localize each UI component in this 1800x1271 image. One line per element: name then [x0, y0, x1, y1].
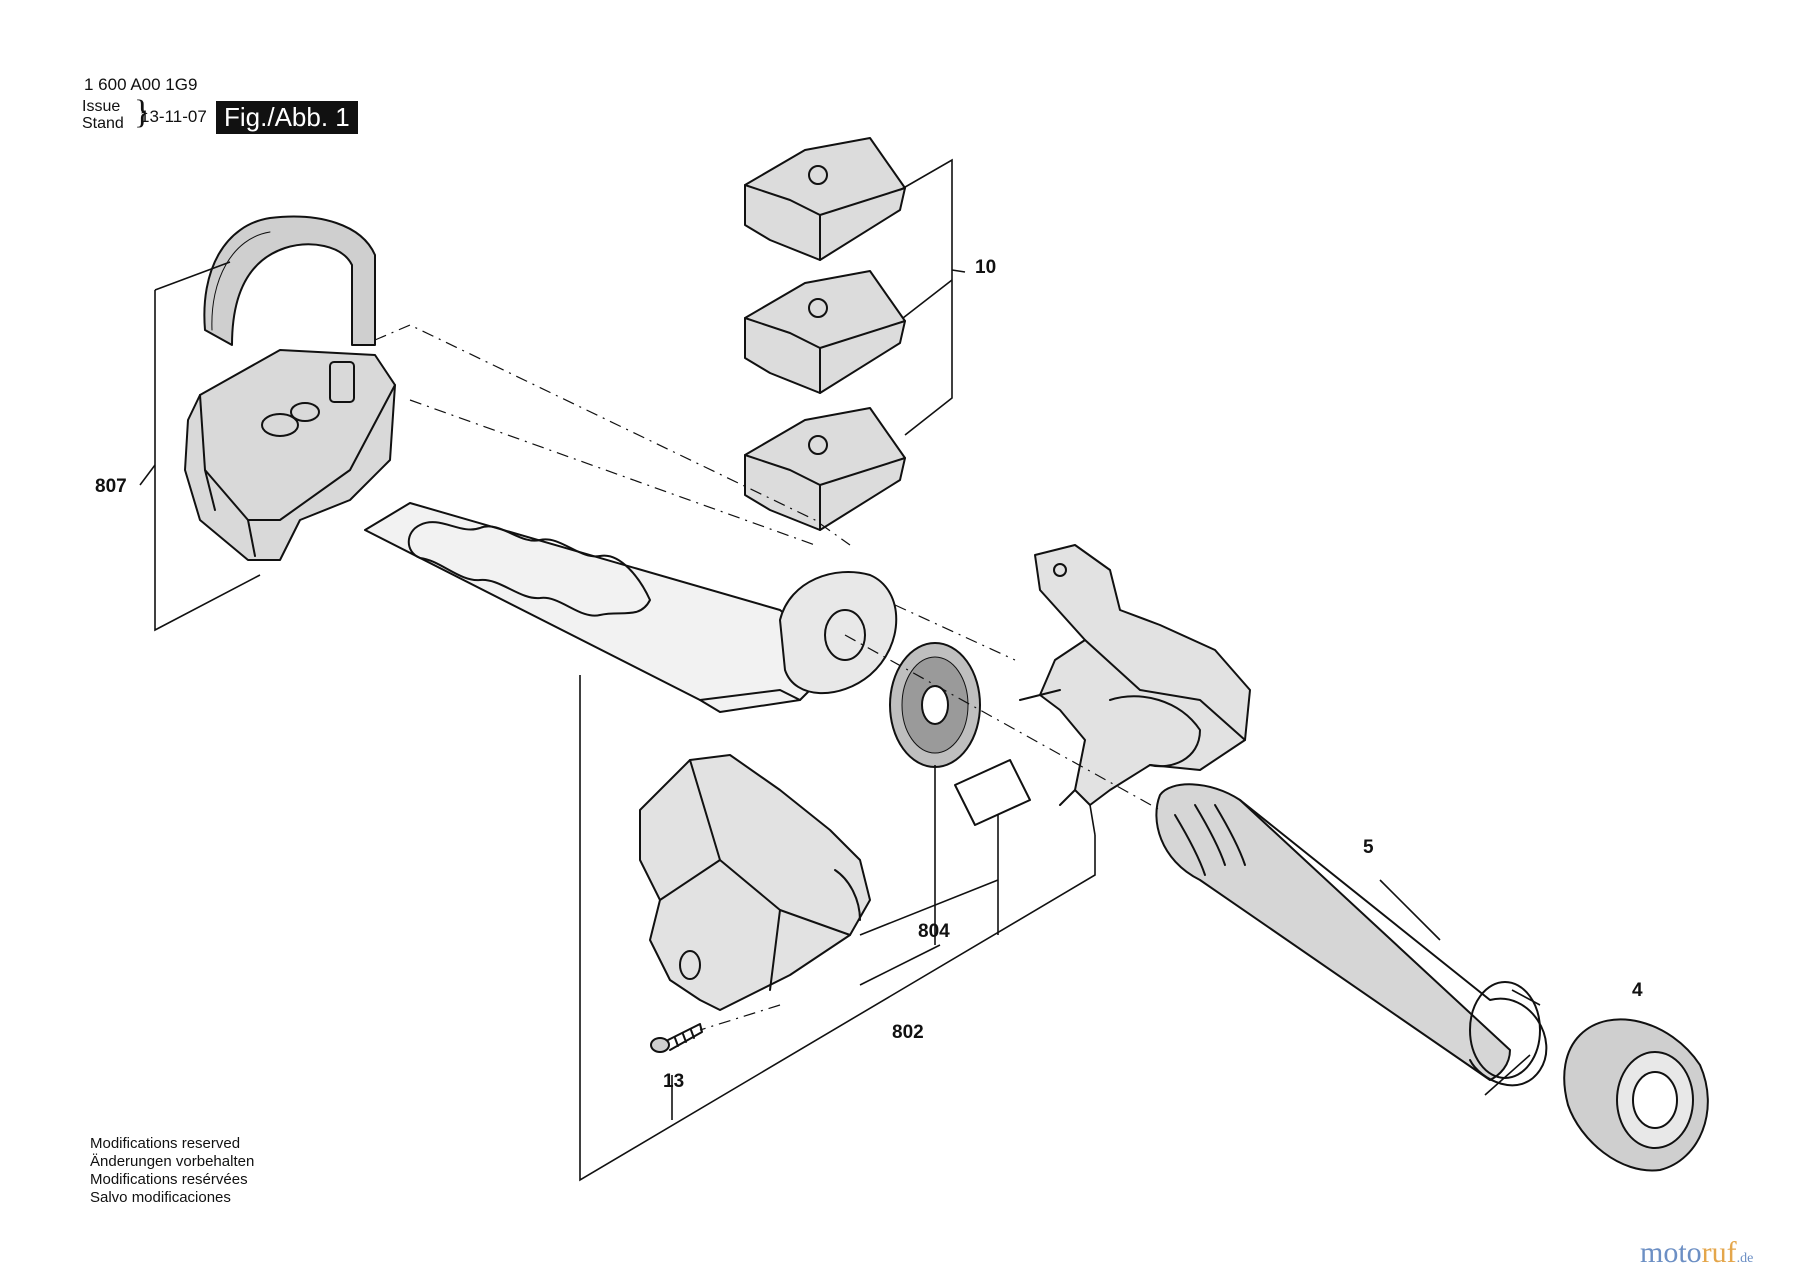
part-807-strap-handle	[184, 215, 396, 561]
stand-label: Stand	[82, 115, 124, 132]
callout-802: 802	[892, 1022, 924, 1043]
watermark-logo: motoruf.de	[1640, 1238, 1753, 1271]
issue-stand-label: Issue Stand	[82, 98, 124, 132]
part-5-grip-tube	[1155, 783, 1548, 1087]
watermark-part2: ruf	[1701, 1236, 1737, 1269]
watermark-part3: .de	[1736, 1251, 1754, 1266]
modifications-es: Salvo modificaciones	[90, 1189, 231, 1206]
centerlines	[374, 324, 1161, 1031]
label-sticker	[954, 759, 1031, 826]
brace-glyph: }	[134, 94, 151, 131]
callout-5: 5	[1363, 837, 1374, 858]
issue-label: Issue	[82, 98, 121, 115]
part-804-lock-washer	[889, 642, 981, 768]
callout-807: 807	[95, 476, 127, 497]
modifications-en: Modifications reserved	[90, 1135, 241, 1152]
part-10-cap-top	[744, 137, 906, 261]
part-4-end-cap	[1563, 1018, 1709, 1172]
guard-ring	[779, 571, 898, 695]
depth-stop-plate	[364, 502, 841, 713]
modifications-note: Modifications reserved Änderungen vorbeh…	[90, 1135, 254, 1207]
callout-13: 13	[663, 1071, 684, 1092]
callout-10: 10	[975, 257, 996, 278]
modifications-fr: Modifications resérvées	[90, 1171, 248, 1188]
lower-housing-half	[639, 754, 871, 1011]
modifications-de: Änderungen vorbehalten	[90, 1153, 255, 1170]
part-13-screw	[650, 1023, 703, 1053]
callout-4: 4	[1632, 980, 1643, 1001]
leader-lines	[139, 158, 1541, 1182]
part-10-cap-middle	[744, 270, 906, 394]
upper-housing-half	[1019, 544, 1251, 806]
watermark-part1: moto	[1640, 1236, 1702, 1269]
figure-label: Fig./Abb. 1	[216, 101, 358, 134]
part-number: 1 600 A00 1G9	[84, 75, 198, 94]
callout-804: 804	[918, 921, 950, 942]
issue-date: 13-11-07	[140, 107, 207, 126]
part-10-cap-bottom	[744, 407, 906, 531]
